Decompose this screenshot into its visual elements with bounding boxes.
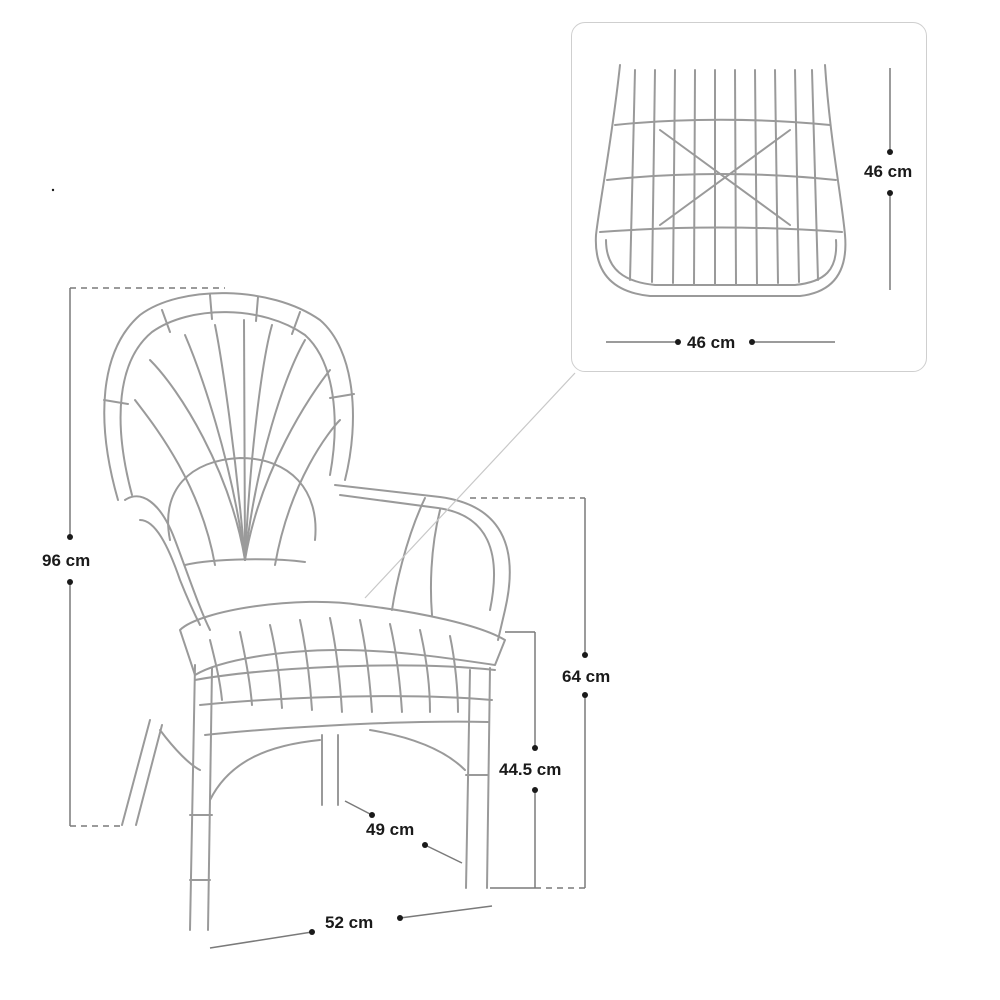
seat-depth-label: 49 cm — [366, 820, 415, 839]
chair-back-frame — [103, 292, 354, 501]
chair-seat — [179, 600, 506, 676]
width-label: 52 cm — [325, 913, 374, 932]
left-arm — [124, 495, 211, 631]
back-left-leg — [121, 719, 163, 826]
right-arm — [334, 484, 511, 641]
back-right-leg — [321, 734, 339, 806]
arm-height-label: 64 cm — [562, 667, 611, 686]
seat-detail-inset — [571, 22, 927, 372]
seat-top-slats — [629, 69, 819, 285]
inset-width-label: 46 cm — [687, 333, 736, 352]
inset-depth-label: 46 cm — [864, 162, 913, 181]
height-total-label: 96 cm — [42, 551, 91, 570]
front-right-leg — [465, 667, 491, 889]
seat-height-label: 44.5 cm — [499, 760, 562, 779]
fan-spokes — [134, 319, 341, 566]
seat-slats — [209, 617, 459, 713]
